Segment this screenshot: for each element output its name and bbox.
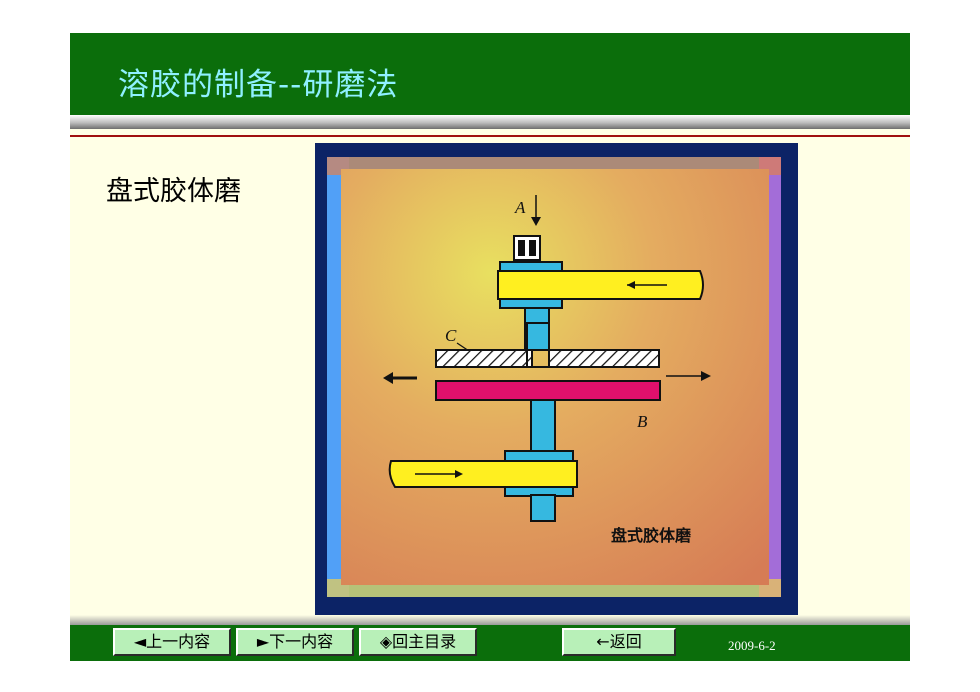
slide-subtitle: 盘式胶体磨 [106,176,241,207]
title-bar: 溶胶的制备--研磨法 [70,33,910,115]
slide-date: 2009-6-2 [728,638,776,653]
footer-gradient [70,615,910,625]
label-c: C [445,326,457,345]
prev-content-button[interactable]: ◄上一内容 [113,628,231,656]
main-menu-button[interactable]: ◈回主目录 [359,628,477,656]
lower-belt [388,460,578,488]
slide: 溶胶的制备--研磨法 盘式胶体磨 [70,33,910,661]
rotor-disc-b [435,380,661,401]
next-content-button[interactable]: ►下一内容 [236,628,354,656]
label-b: B [637,412,648,431]
upper-belt [497,270,704,300]
colloid-mill-figure: A C [315,143,798,615]
slide-title: 溶胶的制备--研磨法 [118,67,399,103]
title-divider [70,135,910,137]
back-button[interactable]: ←返回 [562,628,676,656]
stator-disc-c-right [548,349,660,368]
stator-disc-c-left [435,349,533,368]
label-a: A [514,198,526,217]
footer-nav-bar: ◄上一内容 ►下一内容 ◈回主目录 ←返回 2009-6-2 [70,625,910,661]
figure-caption: 盘式胶体磨 [611,526,691,545]
title-shadow-strip [70,115,910,129]
colloid-mill-diagram: A C [327,157,781,597]
